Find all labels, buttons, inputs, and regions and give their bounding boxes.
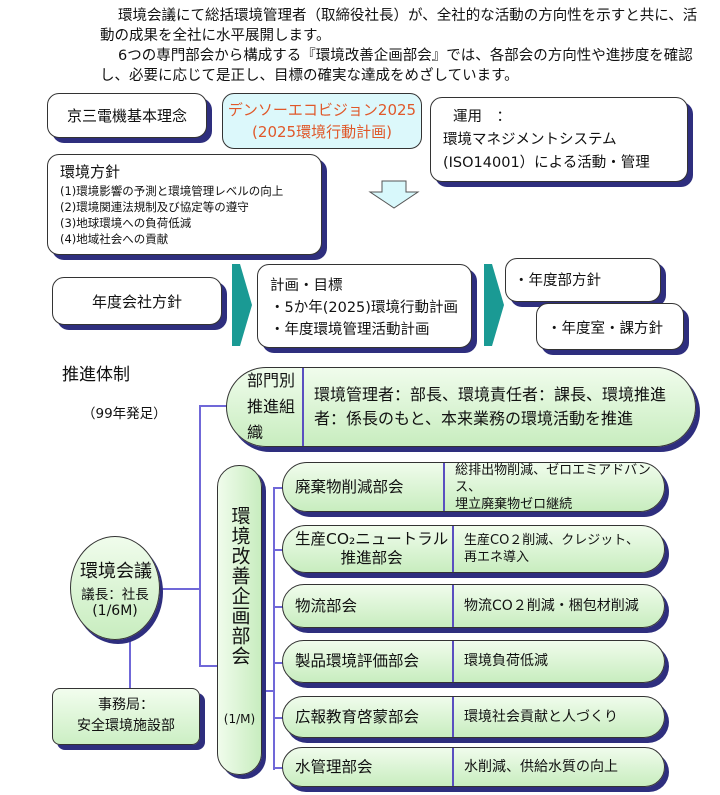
committee-pill: 広報教育啓蒙部会環境社会貢献と人づくり — [282, 696, 665, 738]
committee-description: 環境社会貢献と人づくり — [464, 708, 618, 725]
philosophy-box: 京三電機基本理念 — [47, 93, 207, 138]
connector-line — [273, 606, 283, 608]
policy-item: (3)地球環境への負荷低減 — [60, 216, 192, 230]
committee-name: 広報教育啓蒙部会 — [283, 697, 454, 737]
dept-org-pill: 部門別 推進組織 環境管理者：部長、環境責任者：課長、環境推進者：係長のもと、本… — [226, 367, 696, 447]
vision-line-2: (2025環境行動計画) — [252, 123, 392, 141]
connector-line — [143, 588, 201, 590]
connector-line — [273, 717, 283, 719]
dept-org-label: 部門別 推進組織 — [227, 368, 304, 446]
connector-line — [199, 665, 219, 667]
structure-title: 推進体制 — [62, 365, 130, 385]
policy-item: (4)地域社会への貢献 — [60, 232, 169, 246]
committee-pill: 水管理部会水削減、供給水質の向上 — [282, 747, 665, 787]
planning-frequency: (1/M) — [223, 712, 256, 726]
committee-name: 生産CO₂ニュートラル 推進部会 — [283, 526, 454, 572]
committee-pill: 製品環境評価部会環境負荷低減 — [282, 640, 665, 683]
annual-company-policy-label: 年度会社方針 — [91, 292, 182, 311]
annual-company-policy-box: 年度会社方針 — [52, 277, 222, 325]
committee-description: 生産CO２削減、クレジット、 再エネ導入 — [464, 533, 640, 565]
dept-org-description: 環境管理者：部長、環境責任者：課長、環境推進者：係長のもと、本来業務の環境活動を… — [313, 385, 666, 428]
council-frequency: (1/6M) — [92, 603, 138, 619]
connector-line — [273, 661, 283, 664]
plan-title: 計画・目標 — [270, 278, 343, 294]
committee-name: 廃棄物削減部会 — [283, 463, 446, 511]
right-arrow-icon — [232, 264, 252, 346]
right-arrow-icon — [484, 264, 504, 346]
council-chair: 議長：社長 — [81, 587, 149, 603]
operation-line-1: 環境マネジメントシステム — [443, 132, 617, 148]
connector-line — [273, 767, 283, 769]
connector-line — [273, 487, 283, 489]
operation-box: 運用 ： 環境マネジメントシステム (ISO14001）による活動・管理 — [430, 97, 688, 182]
policy-item: (1)環境影響の予測と環境管理レベルの向上 — [60, 184, 284, 198]
env-policy-title: 環境方針 — [60, 163, 121, 181]
since-label: （99年発足） — [82, 406, 167, 422]
dept-policy-box: ・年度部方針 — [505, 258, 661, 302]
committee-description: 環境負荷低減 — [464, 653, 548, 669]
secretariat-box: 事務局： 安全環境施設部 — [52, 688, 200, 745]
connector-line — [262, 690, 274, 692]
connector-line — [199, 405, 229, 407]
plan-item: ・年度環境管理活動計画 — [270, 322, 430, 338]
committee-description: 総排出物削減、ゼロエミアドバンス、 埋立廃棄物ゼロ継続 — [455, 462, 651, 512]
section-policy-label: ・年度室・課方針 — [547, 321, 663, 337]
intro-paragraph-2: 6つの専門部会から構成する『環境改善企画部会』では、各部会の方向性や進捗度を確認… — [100, 48, 693, 84]
committee-pill: 物流部会物流CO２削減・梱包材削減 — [282, 584, 665, 628]
intro-text: 環境会議にて総括環境管理者（取締役社長）が、全社的な活動の方向性を示すと共に、活… — [100, 6, 700, 86]
secretariat-line-1: 事務局： — [98, 697, 154, 713]
committee-description: 水削減、供給水質の向上 — [464, 758, 618, 775]
down-arrow-icon — [368, 180, 420, 209]
connector-line — [129, 640, 131, 688]
committee-pill: 廃棄物削減部会総排出物削減、ゼロエミアドバンス、 埋立廃棄物ゼロ継続 — [282, 462, 665, 512]
intro-paragraph-1: 環境会議にて総括環境管理者（取締役社長）が、全社的な活動の方向性を示すと共に、活… — [100, 8, 698, 44]
policy-item: (2)環境関連法規制及び協定等の遵守 — [60, 200, 249, 214]
operation-line-2: (ISO14001）による活動・管理 — [443, 155, 650, 171]
plan-item: ・5か年(2025)環境行動計画 — [270, 300, 458, 316]
planning-committee-label: 環境改善企画部会 — [228, 506, 251, 666]
section-policy-box: ・年度室・課方針 — [536, 303, 684, 350]
operation-title: 運用 ： — [453, 109, 511, 125]
council-node: 環境会議 議長：社長 (1/6M) — [70, 536, 160, 640]
committee-description: 物流CO２削減・梱包材削減 — [464, 597, 639, 614]
connector-line — [199, 405, 201, 667]
vision-box: デンソーエコビジョン2025 (2025環境行動計画) — [222, 93, 422, 149]
committee-pill: 生産CO₂ニュートラル 推進部会生産CO２削減、クレジット、 再エネ導入 — [282, 525, 665, 573]
connector-line — [273, 549, 283, 551]
plan-box: 計画・目標 ・5か年(2025)環境行動計画 ・年度環境管理活動計画 — [257, 264, 472, 348]
dept-policy-label: ・年度部方針 — [514, 273, 601, 289]
planning-committee-pill: 環境改善企画部会 (1/M) — [217, 465, 262, 775]
secretariat-line-2: 安全環境施設部 — [77, 718, 175, 734]
vision-line-1: デンソーエコビジョン2025 — [227, 101, 417, 119]
env-policy-box: 環境方針 (1)環境影響の予測と環境管理レベルの向上 (2)環境関連法規制及び協定… — [47, 154, 322, 255]
committee-name: 製品環境評価部会 — [283, 641, 454, 682]
philosophy-label: 京三電機基本理念 — [66, 107, 187, 125]
committee-name: 水管理部会 — [283, 748, 454, 786]
connector-line — [273, 487, 275, 770]
council-title: 環境会議 — [80, 561, 152, 582]
committee-name: 物流部会 — [283, 585, 454, 627]
